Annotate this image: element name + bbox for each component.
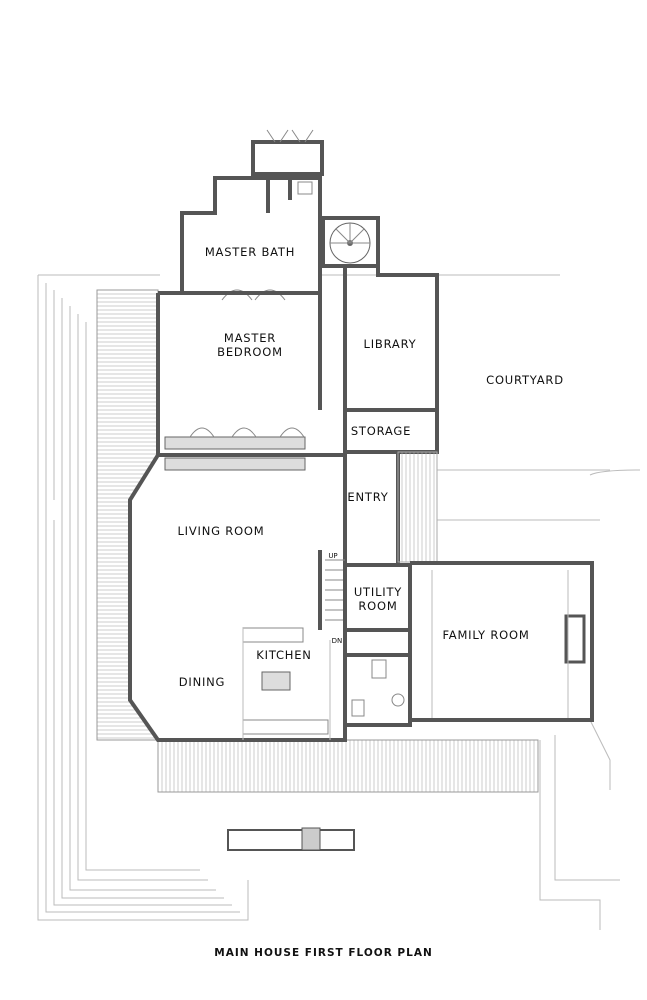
master-bedroom-walls bbox=[156, 291, 345, 457]
utility-room-label-line2: ROOM bbox=[358, 599, 397, 613]
kitchen-fixtures bbox=[242, 627, 331, 740]
bbq-counter bbox=[227, 829, 355, 851]
fireplace bbox=[564, 614, 586, 664]
storage-walls bbox=[343, 408, 439, 454]
spiral-stair bbox=[321, 216, 380, 268]
master-bath-walls bbox=[180, 176, 322, 293]
family-room-label: FAMILY ROOM bbox=[442, 628, 529, 642]
powder-room-walls bbox=[343, 653, 412, 727]
stair-down-label: DN bbox=[332, 637, 343, 645]
shelf bbox=[164, 457, 306, 471]
left-deck bbox=[96, 289, 159, 741]
living-dining-walls bbox=[128, 453, 347, 742]
master-bedroom-label-line2: BEDROOM bbox=[217, 345, 283, 359]
grill bbox=[301, 827, 321, 851]
library-walls bbox=[343, 266, 439, 412]
courtyard-label: COURTYARD bbox=[486, 373, 564, 387]
dining-label: DINING bbox=[179, 675, 226, 689]
stair-up-label: UP bbox=[328, 552, 337, 560]
master-bath-label: MASTER BATH bbox=[205, 245, 295, 259]
entry-label: ENTRY bbox=[347, 490, 388, 504]
kitchen-label: KITCHEN bbox=[256, 648, 311, 662]
master-bedroom-label-line1: MASTER bbox=[224, 331, 276, 345]
family-room-walls bbox=[408, 561, 594, 722]
closet-bar bbox=[164, 436, 306, 450]
top-porch bbox=[251, 129, 324, 176]
plan-title: MAIN HOUSE FIRST FLOOR PLAN bbox=[214, 947, 433, 959]
living-room-label: LIVING ROOM bbox=[177, 524, 264, 538]
bottom-deck bbox=[157, 739, 539, 793]
library-label: LIBRARY bbox=[364, 337, 417, 351]
entry-walls bbox=[343, 452, 400, 565]
entry-walk bbox=[397, 451, 438, 563]
terrace-lines bbox=[37, 274, 641, 930]
utility-room-label-line1: UTILITY bbox=[354, 585, 402, 599]
storage-label: STORAGE bbox=[351, 424, 411, 438]
